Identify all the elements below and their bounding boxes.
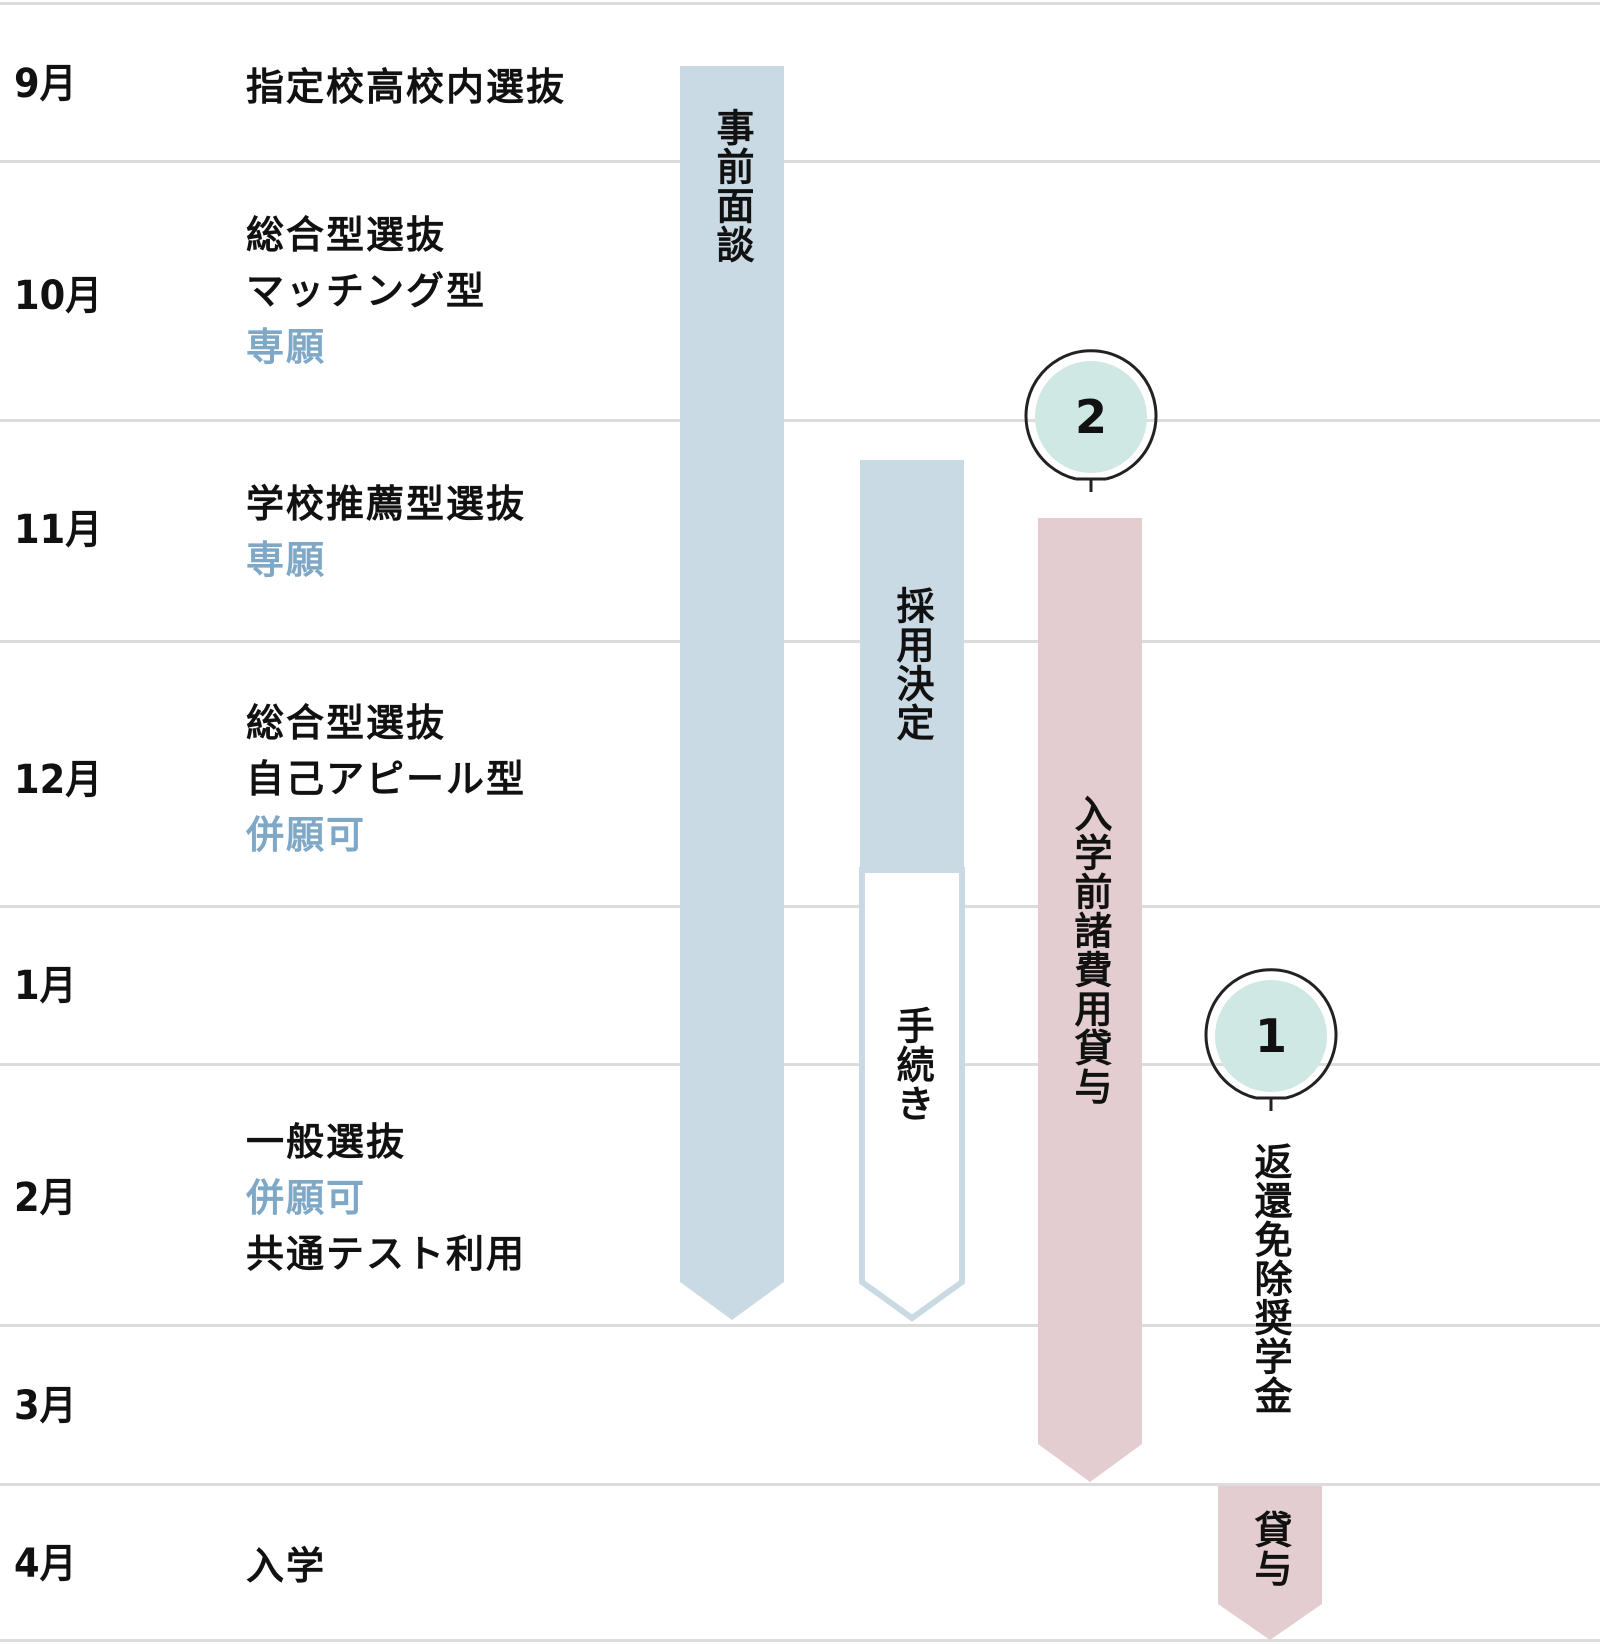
selection-entry: 入学 bbox=[246, 1544, 327, 1588]
selection-entry: 総合型選抜 bbox=[246, 701, 447, 745]
entries-feb: 一般選抜 併願可 共通テスト利用 bbox=[246, 1114, 526, 1282]
row-divider bbox=[0, 1483, 1600, 1486]
badge-2-fill bbox=[1035, 361, 1147, 473]
row-divider bbox=[0, 419, 1600, 422]
badge-1-number: 1 bbox=[1254, 1009, 1287, 1063]
procedure-outline-arrow bbox=[859, 867, 965, 1322]
row-divider bbox=[0, 2, 1600, 5]
month-label-jan: 1月 bbox=[14, 963, 77, 1009]
row-divider bbox=[0, 905, 1600, 908]
selection-entry: 共通テスト利用 bbox=[246, 1232, 527, 1276]
entries-sep: 指定校高校内選抜 bbox=[246, 59, 566, 115]
month-label-dec: 12月 bbox=[14, 757, 103, 803]
adoption-bar bbox=[860, 460, 964, 870]
selection-note: 併願可 bbox=[246, 813, 367, 857]
badge-2-number: 2 bbox=[1074, 390, 1107, 444]
interview-arrow-bar bbox=[680, 66, 784, 1320]
badge-1-fill bbox=[1215, 980, 1327, 1092]
selection-note: 専願 bbox=[246, 325, 327, 369]
row-divider bbox=[0, 160, 1600, 163]
selection-entry: 一般選抜 bbox=[246, 1120, 407, 1164]
adoption-label: 採用決定 bbox=[890, 586, 934, 742]
selection-entry: 総合型選抜 bbox=[246, 213, 447, 257]
loan-label: 入学前諸費用貸与 bbox=[1068, 794, 1112, 1106]
selection-entry: 自己アピール型 bbox=[246, 757, 527, 801]
badge-2 bbox=[1024, 349, 1158, 492]
lend-arrow-bar bbox=[1218, 1486, 1322, 1640]
entries-oct: 総合型選抜 マッチング型 専願 bbox=[246, 207, 486, 375]
month-label-mar: 3月 bbox=[14, 1383, 77, 1429]
selection-entry: 指定校高校内選抜 bbox=[246, 65, 567, 109]
selection-note: 併願可 bbox=[246, 1176, 367, 1220]
badge-1 bbox=[1204, 968, 1338, 1111]
procedure-label: 手続き bbox=[890, 1006, 934, 1123]
selection-note: 専願 bbox=[246, 538, 327, 582]
row-divider bbox=[0, 640, 1600, 643]
selection-entry: 学校推薦型選抜 bbox=[246, 482, 527, 526]
entries-nov: 学校推薦型選抜 専願 bbox=[246, 476, 526, 588]
exempt-scholarship-label: 返還免除奨学金 bbox=[1248, 1142, 1292, 1415]
row-divider bbox=[0, 1324, 1600, 1327]
month-label-oct: 10月 bbox=[14, 273, 103, 319]
entries-dec: 総合型選抜 自己アピール型 併願可 bbox=[246, 695, 526, 863]
month-label-feb: 2月 bbox=[14, 1175, 77, 1221]
interview-label: 事前面談 bbox=[710, 108, 754, 264]
row-divider bbox=[0, 1063, 1600, 1066]
entries-apr: 入学 bbox=[246, 1538, 326, 1594]
loan-arrow-bar bbox=[1038, 518, 1142, 1482]
selection-entry: マッチング型 bbox=[246, 269, 487, 313]
badge-1-ring bbox=[1204, 968, 1338, 1100]
month-label-nov: 11月 bbox=[14, 507, 103, 553]
lend-label: 貸与 bbox=[1248, 1510, 1292, 1588]
month-label-sep: 9月 bbox=[14, 61, 77, 107]
month-label-apr: 4月 bbox=[14, 1541, 77, 1587]
row-divider bbox=[0, 1639, 1600, 1642]
badge-2-ring bbox=[1024, 349, 1158, 481]
